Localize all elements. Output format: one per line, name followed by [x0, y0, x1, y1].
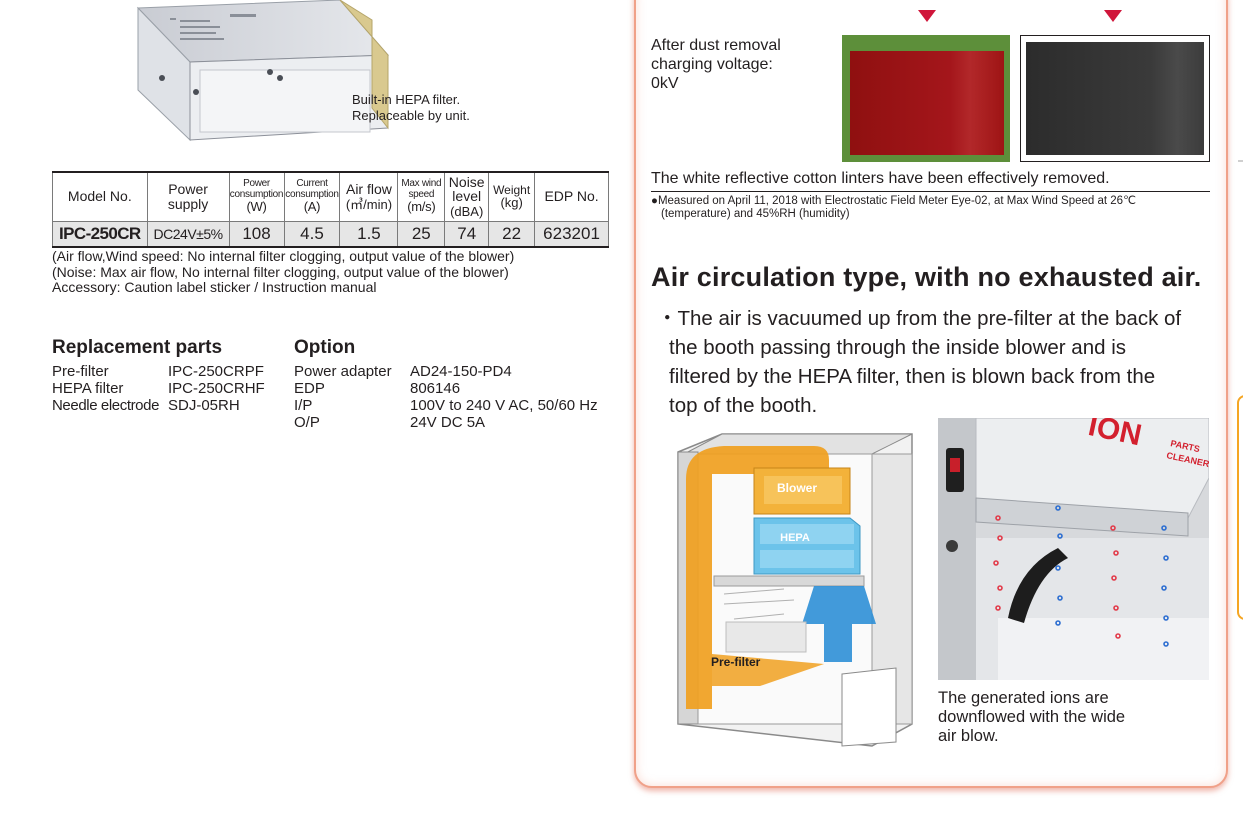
cell-weight: 22	[488, 220, 536, 248]
prefilter-label: Pre-filter	[711, 655, 761, 669]
section-title: Air circulation type, with no exhausted …	[651, 262, 1202, 292]
section-body: ・The air is vacuumed up from the pre-fil…	[657, 307, 1182, 417]
option-names: Power adapter EDP I/P O/P	[294, 363, 392, 431]
option-values: AD24-150-PD4 806146 100V to 240 V AC, 50…	[410, 363, 598, 431]
after-photo	[1020, 35, 1210, 162]
measurement-note: ●Measured on April 11, 2018 with Electro…	[651, 195, 1136, 220]
replacement-parts-names: Pre-filter HEPA filter Needle electrode	[52, 363, 160, 414]
ion-cleaner-photo: ION PARTS CLEANER	[938, 418, 1209, 680]
spec-notes: (Air flow,Wind speed: No internal filter…	[52, 248, 515, 295]
header-air-flow: Air flow(㎥/min)	[339, 171, 399, 222]
header-power-supply: Power supply	[146, 171, 230, 222]
hepa-label: HEPA	[780, 532, 810, 544]
cell-model: IPC-250CR	[52, 220, 148, 248]
down-arrow-icon	[1104, 10, 1122, 22]
spec-table: Model No. Power supply Power consumption…	[52, 171, 609, 248]
header-power-consumption: Power consumption(W)	[228, 171, 285, 222]
header-max-wind-speed: Max wind speed(m/s)	[397, 171, 446, 222]
hepa-caption: Built-in HEPA filter. Replaceable by uni…	[352, 92, 470, 123]
cell-air-flow: 1.5	[339, 220, 399, 248]
header-current-consumption: Current consumption(A)	[283, 171, 341, 222]
before-photo	[842, 35, 1010, 162]
header-noise-level: Noise level(dBA)	[444, 171, 490, 222]
cell-wind-speed: 25	[397, 220, 446, 248]
result-note: The white reflective cotton linters have…	[651, 170, 1210, 192]
cell-current: 4.5	[283, 220, 341, 248]
spec-header-row: Model No. Power supply Power consumption…	[52, 171, 609, 222]
side-tab	[1237, 395, 1243, 620]
table-row: IPC-250CR DC24V±5% 108 4.5 1.5 25 74 22 …	[52, 220, 609, 248]
header-weight: Weight(kg)	[488, 171, 536, 222]
side-divider	[1238, 160, 1243, 162]
cell-edp: 623201	[534, 220, 609, 248]
booth-airflow-diagram: HEPA	[677, 433, 913, 747]
replacement-parts-title: Replacement parts	[52, 337, 223, 358]
blower-label: Blower	[777, 481, 818, 495]
down-arrow-icon	[918, 10, 936, 22]
ions-caption: The generated ions are downflowed with t…	[938, 689, 1126, 745]
replacement-parts-codes: IPC-250CRPF IPC-250CRHF SDJ-05RH	[168, 363, 265, 414]
header-edp: EDP No.	[534, 171, 609, 222]
hepa-filter-unit-image	[136, 0, 390, 142]
cell-noise: 74	[444, 220, 490, 248]
cell-power: 108	[228, 220, 285, 248]
cell-power-supply: DC24V±5%	[146, 220, 230, 248]
dust-removal-label: After dust removal charging voltage: 0kV	[651, 37, 781, 92]
header-model: Model No.	[52, 171, 148, 222]
option-title: Option	[294, 337, 356, 358]
